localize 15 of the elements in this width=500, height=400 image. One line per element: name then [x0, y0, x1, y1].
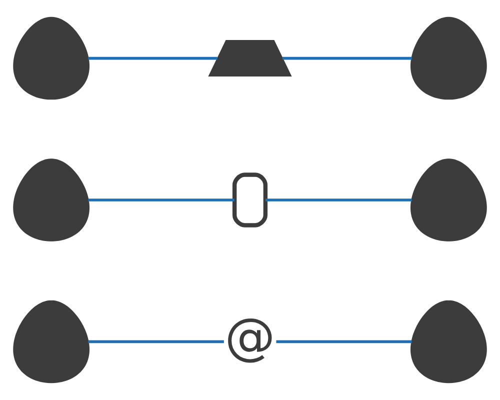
connector — [88, 198, 234, 202]
connector — [88, 340, 224, 344]
connector — [266, 198, 412, 202]
node-text: @ — [224, 307, 276, 366]
connector — [276, 340, 412, 344]
node-person — [410, 158, 487, 242]
node-person — [13, 16, 90, 100]
connector — [88, 56, 218, 60]
node-person — [410, 300, 487, 384]
node-person — [13, 300, 90, 384]
node-laptop — [208, 40, 292, 77]
node-person — [410, 16, 487, 100]
node-person — [13, 158, 90, 242]
connector — [282, 56, 412, 60]
node-phone — [232, 172, 268, 228]
